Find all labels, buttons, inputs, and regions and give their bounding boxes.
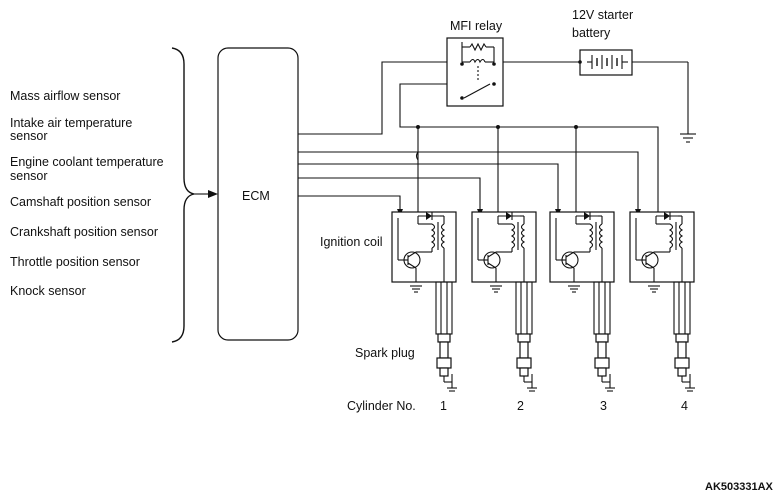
diode-icon [426, 212, 432, 220]
coil-winding-icon [510, 223, 516, 249]
spark-plug-icon [437, 333, 451, 343]
sensor-label: Knock sensor [10, 284, 86, 298]
diode-icon [664, 212, 670, 220]
sensor-label: sensor [10, 169, 48, 183]
spark-plug-label: Spark plug [355, 346, 415, 360]
coil-unit [629, 211, 695, 392]
coil-winding-icon [430, 223, 436, 249]
ecm-label: ECM [242, 189, 270, 203]
cylinder-number-3: 3 [600, 399, 607, 413]
coil-unit [471, 211, 537, 392]
battery-label: 12V starter [572, 8, 633, 22]
diode-icon [506, 212, 512, 220]
sensor-label: sensor [10, 129, 48, 143]
spark-plug-icon [675, 333, 689, 343]
sensor-brace [171, 47, 195, 343]
plug-boot [515, 281, 533, 335]
arrow-head [208, 190, 218, 198]
plug-boot [593, 281, 611, 335]
cylinder-label: Cylinder No. [347, 399, 416, 413]
diode-icon [584, 212, 590, 220]
coil-unit [391, 211, 457, 392]
sensor-label: Camshaft position sensor [10, 195, 151, 209]
signal-wiring [298, 125, 641, 216]
cylinder-number-2: 2 [517, 399, 524, 413]
plug-boot [673, 281, 691, 335]
sensor-label: Engine coolant temperature [10, 155, 164, 169]
coil-unit [549, 211, 615, 392]
ignition-coil-label: Ignition coil [320, 235, 383, 249]
sensor-label: Crankshaft position sensor [10, 225, 158, 239]
mfi-relay-box [446, 37, 504, 107]
coil-box [549, 211, 615, 283]
relay-internals [460, 42, 496, 100]
coil-box [391, 211, 457, 283]
coil-box [629, 211, 695, 283]
power-wiring [298, 60, 696, 218]
spark-plug-icon [517, 333, 531, 343]
sensor-label: Mass airflow sensor [10, 89, 120, 103]
ignition-coil-group [391, 211, 695, 392]
coil-box [471, 211, 537, 283]
figure-id: AK503331AX [705, 481, 774, 493]
ecm-box [217, 47, 299, 341]
sensor-label: Throttle position sensor [10, 255, 140, 269]
plug-boot [435, 281, 453, 335]
cylinder-number-1: 1 [440, 399, 447, 413]
sensor-list: Mass airflow sensor Intake air temperatu… [10, 89, 164, 298]
mfi-relay-label: MFI relay [450, 19, 503, 33]
cylinder-number-4: 4 [681, 399, 688, 413]
spark-plug-icon [595, 333, 609, 343]
coil-winding-icon [668, 223, 674, 249]
sensor-label: Intake air temperature [10, 116, 132, 130]
battery-label: battery [572, 26, 611, 40]
coil-winding-icon [588, 223, 594, 249]
battery-cells [587, 55, 628, 69]
